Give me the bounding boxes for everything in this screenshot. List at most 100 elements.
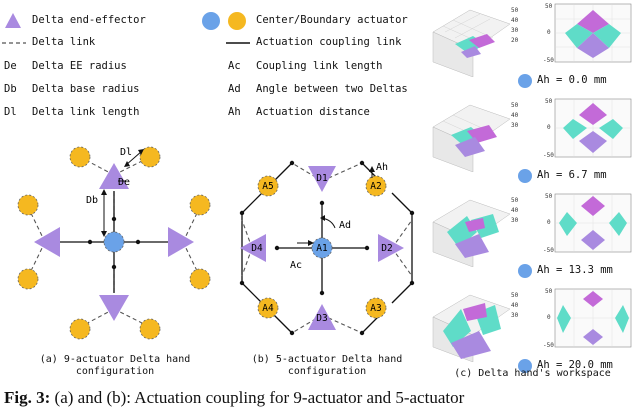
svg-text:20: 20 xyxy=(511,37,519,44)
legend-symbol-ac: Ac xyxy=(228,60,241,72)
triangle-b-d3 xyxy=(308,304,336,330)
label-a-de: De xyxy=(118,177,130,188)
label-b-ad: Ad xyxy=(339,220,351,231)
workspace-top-view-1: 500-50 xyxy=(543,3,632,64)
caption-a-line1: (a) 9-actuator Delta hand xyxy=(39,354,191,365)
label-b-a5: A5 xyxy=(262,181,273,192)
actuator-b-a3 xyxy=(365,297,387,319)
caption-a: (a) 9-actuator Delta hand configuration xyxy=(0,354,230,378)
actuator-a-right-bottom xyxy=(189,268,211,290)
actuator-a-right-top xyxy=(189,194,211,216)
svg-text:0: 0 xyxy=(547,29,551,36)
caption-a-line2: configuration xyxy=(75,366,155,377)
svg-text:50: 50 xyxy=(545,193,553,200)
triangle-b-d4 xyxy=(240,234,266,262)
workspace-legend-dot-2 xyxy=(518,169,532,183)
svg-text:40: 40 xyxy=(511,112,519,119)
actuator-a-left-bottom xyxy=(17,268,39,290)
actuator-b-a2 xyxy=(365,175,387,197)
actuator-a-bottom-left xyxy=(69,318,91,340)
triangle-a-right xyxy=(168,227,194,257)
actuator-b-a1 xyxy=(311,237,333,259)
workspace-label-3: Ah = 13.3 mm xyxy=(537,264,613,276)
triangle-a-bottom xyxy=(99,295,129,321)
workspace-legend-dot-3 xyxy=(518,264,532,278)
legend-symbol-ah: Ah xyxy=(228,106,241,118)
svg-text:50: 50 xyxy=(545,288,553,295)
legend-label-end-effector: Delta end-effector xyxy=(32,14,146,26)
actuator-a-top-right xyxy=(139,146,161,168)
legend-label-delta-link: Delta link xyxy=(32,36,96,48)
svg-text:50: 50 xyxy=(511,197,519,204)
label-b-d4: D4 xyxy=(251,243,263,254)
label-a-dl: Dl xyxy=(120,147,132,158)
workspace-label-1: Ah = 0.0 mm xyxy=(537,74,607,86)
actuator-a-left-top xyxy=(17,194,39,216)
actuator-b-a5 xyxy=(257,175,279,197)
label-b-d1: D1 xyxy=(316,173,328,184)
legend-label-coupling-length: Coupling link length xyxy=(256,60,383,72)
workspace-legend-dot-1 xyxy=(518,74,532,88)
svg-text:30: 30 xyxy=(511,217,519,224)
svg-text:30: 30 xyxy=(511,27,519,34)
actuator-a-center xyxy=(103,231,125,253)
actuator-a-top-left xyxy=(69,146,91,168)
legend-label-base-radius: Delta base radius xyxy=(32,83,140,95)
figure-caption: Fig. 3: (a) and (b): Actuation coupling … xyxy=(4,388,464,408)
actuator-a-bottom-right xyxy=(139,318,161,340)
svg-text:0: 0 xyxy=(547,124,551,131)
label-b-d3: D3 xyxy=(316,313,327,324)
triangle-a-top xyxy=(99,163,129,189)
legend-symbol-db: Db xyxy=(4,83,17,95)
svg-text:30: 30 xyxy=(511,122,519,129)
legend-circles-icon xyxy=(202,12,246,30)
diagram-b-5-actuator: D1 D2 D3 D4 A1 A2 A3 A4 A5 Ah Ad Ac xyxy=(239,160,415,336)
legend-symbol-de: De xyxy=(4,60,17,72)
legend-symbol-ad: Ad xyxy=(228,83,241,95)
legend-label-link-length: Delta link length xyxy=(32,106,140,118)
svg-text:-50: -50 xyxy=(543,342,554,349)
diagram-a-9-actuator: Dl De Db xyxy=(17,146,211,340)
legend-triangle-icon xyxy=(5,13,21,28)
label-b-ac: Ac xyxy=(290,260,302,271)
label-b-ah: Ah xyxy=(376,162,388,173)
legend-label-actuators: Center/Boundary actuator xyxy=(256,14,408,26)
legend: Delta end-effector Delta link De Delta E… xyxy=(0,0,420,125)
workspace-3d-plot-3: 50 40 30 xyxy=(432,197,519,267)
svg-text:0: 0 xyxy=(547,314,551,321)
workspace-panel: 50 40 30 20 50 0 -50 Ah = 0.0 mm 50 40 30 xyxy=(425,0,640,380)
legend-label-angle: Angle between two Deltas xyxy=(256,83,408,95)
label-b-a3: A3 xyxy=(370,303,381,314)
svg-text:50: 50 xyxy=(545,98,553,105)
workspace-label-2: Ah = 6.7 mm xyxy=(537,169,607,181)
svg-text:50: 50 xyxy=(511,102,519,109)
workspace-top-view-4: 50 0 -50 xyxy=(543,288,632,349)
legend-label-ee-radius: Delta EE radius xyxy=(32,60,127,72)
legend-dashed-line-icon xyxy=(2,42,26,44)
svg-text:50: 50 xyxy=(511,292,519,299)
svg-text:40: 40 xyxy=(511,17,519,24)
caption-b: (b) 5-actuator Delta hand configuration xyxy=(232,354,422,378)
legend-solid-line-icon xyxy=(226,42,250,44)
figure-caption-prefix: Fig. 3: xyxy=(4,388,51,407)
label-b-d2: D2 xyxy=(381,243,392,254)
legend-label-actuation-distance: Actuation distance xyxy=(256,106,370,118)
workspace-top-view-2: 500-50 xyxy=(543,98,632,159)
svg-text:0: 0 xyxy=(547,219,551,226)
label-b-a1: A1 xyxy=(316,243,328,254)
svg-text:40: 40 xyxy=(511,207,519,214)
workspace-3d-plot-2: 50 40 30 xyxy=(432,102,519,172)
caption-b-line1: (b) 5-actuator Delta hand xyxy=(251,354,403,365)
workspace-top-view-3: 500-50 xyxy=(543,193,632,254)
caption-b-line2: configuration xyxy=(287,366,367,377)
legend-label-coupling-link: Actuation coupling link xyxy=(256,36,402,48)
triangle-b-d2 xyxy=(378,234,404,262)
workspace-label-4: Ah = 20.0 mm xyxy=(537,359,613,371)
figure-caption-text: (a) and (b): Actuation coupling for 9-ac… xyxy=(54,388,465,407)
workspace-legend-dot-4 xyxy=(518,359,532,373)
